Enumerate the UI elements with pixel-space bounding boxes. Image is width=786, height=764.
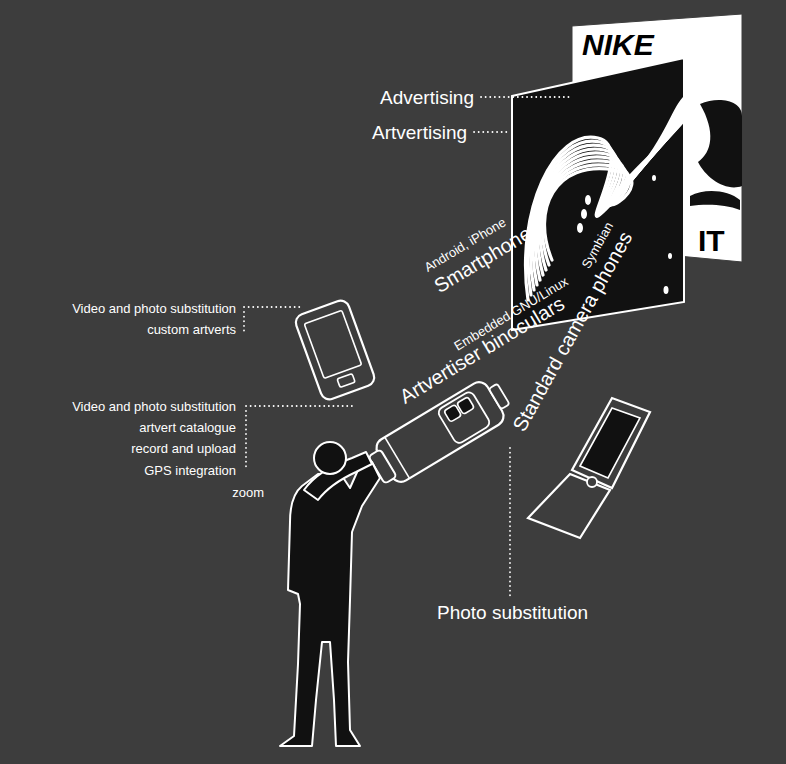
paint-dot [652, 175, 656, 181]
binoculars [364, 373, 516, 490]
feature-label: record and upload [131, 442, 236, 455]
feature-label: GPS integration [144, 464, 236, 477]
camera-phone-hinge [587, 477, 597, 487]
paint-dot [585, 195, 591, 205]
feature-label: zoom [232, 486, 264, 499]
camera-phone-base [528, 474, 610, 538]
person-body [280, 462, 380, 746]
advert-swoosh [690, 191, 740, 210]
billboard-brand: NIKE [582, 30, 654, 60]
binoculars-housing [437, 390, 492, 445]
advert-figure [698, 100, 742, 187]
leader-line [244, 306, 300, 308]
leader-line [481, 96, 570, 98]
feature-label: Video and photo substitution [72, 302, 236, 315]
smartphone-body [293, 298, 376, 402]
smartphone-button [337, 374, 355, 388]
camera-phone [528, 398, 650, 538]
binoculars-lens [457, 397, 475, 415]
feature-label: custom artverts [147, 323, 236, 336]
smartphone-screen [304, 310, 361, 378]
layer-label: Advertising [380, 88, 474, 107]
leader-line [246, 405, 352, 407]
leader-line [474, 131, 508, 133]
person-head [314, 442, 346, 474]
camera-phone-lid [572, 398, 650, 488]
paint-dot [577, 223, 583, 233]
smartphone [293, 298, 376, 402]
paint-dot [581, 209, 587, 219]
feature-label: artvert catalogue [139, 421, 236, 434]
binoculars-seam [385, 437, 410, 478]
person [280, 442, 380, 746]
feature-label: Video and photo substitution [72, 400, 236, 413]
leader-line [509, 448, 511, 596]
binoculars-front [489, 384, 510, 410]
leader-line [245, 411, 247, 470]
paint-dot [668, 253, 672, 259]
billboard-brand: IT [698, 226, 725, 256]
paint-dot [664, 286, 669, 294]
layer-label: Artvertising [372, 123, 467, 142]
camera-phone-screen [580, 408, 640, 478]
feature-label: Photo substitution [437, 603, 588, 622]
leader-line [243, 312, 245, 334]
